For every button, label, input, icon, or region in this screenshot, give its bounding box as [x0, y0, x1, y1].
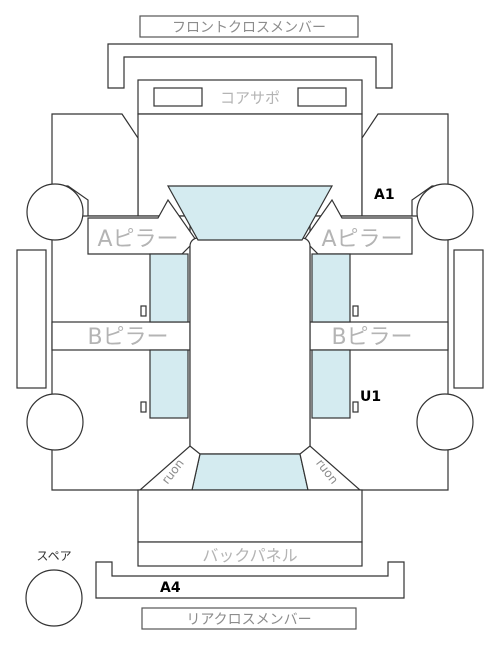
a-pillar-right-label: Aピラー	[321, 227, 402, 252]
left-rear-door-handle[interactable]	[140, 401, 147, 413]
right-rear-window[interactable]	[311, 349, 351, 419]
marker-a4: A4	[160, 580, 181, 596]
trunk-lid[interactable]	[137, 489, 363, 543]
spare-tire[interactable]	[25, 569, 83, 627]
back-panel[interactable]	[137, 541, 363, 567]
b-pillar-right[interactable]	[309, 321, 449, 351]
right-front-door-handle[interactable]	[352, 305, 359, 317]
a-pillar-left-label: Aピラー	[97, 227, 178, 252]
b-pillar-left[interactable]	[51, 321, 191, 351]
rear-cross-member-label: リアクロスメンバー	[186, 612, 311, 628]
left-front-window[interactable]	[149, 253, 189, 323]
core-support-right-slot[interactable]	[297, 87, 347, 107]
right-side-sill[interactable]	[453, 249, 484, 389]
right-rear-wheel[interactable]	[416, 393, 474, 451]
core-support-left-slot[interactable]	[153, 87, 203, 107]
right-front-window[interactable]	[311, 253, 351, 323]
b-pillar-right-label: Bピラー	[331, 325, 412, 350]
b-pillar-left-label: Bピラー	[87, 325, 168, 350]
left-rear-wheel[interactable]	[26, 393, 84, 451]
front-cross-member-label: フロントクロスメンバー	[172, 20, 326, 36]
rear-cross-member[interactable]	[95, 561, 405, 599]
core-support-label: コアサポ	[220, 89, 280, 107]
right-rear-door-handle[interactable]	[352, 401, 359, 413]
rear-cross-member-label-box[interactable]	[141, 607, 357, 630]
left-rear-window[interactable]	[149, 349, 189, 419]
right-front-fender[interactable]	[361, 113, 449, 217]
spare-label: スペア	[36, 549, 71, 563]
front-cross-member[interactable]	[107, 43, 393, 89]
left-front-door-handle[interactable]	[140, 305, 147, 317]
marker-a1: A1	[374, 187, 395, 203]
left-side-sill[interactable]	[16, 249, 47, 389]
windshield[interactable]	[166, 185, 334, 241]
rear-window[interactable]	[191, 453, 309, 491]
front-cross-member-label-box[interactable]	[139, 15, 359, 38]
back-panel-label: バックパネル	[202, 546, 297, 565]
right-front-wheel[interactable]	[416, 183, 474, 241]
left-front-wheel[interactable]	[26, 183, 84, 241]
roof[interactable]	[189, 237, 311, 455]
marker-u1: U1	[360, 389, 381, 405]
